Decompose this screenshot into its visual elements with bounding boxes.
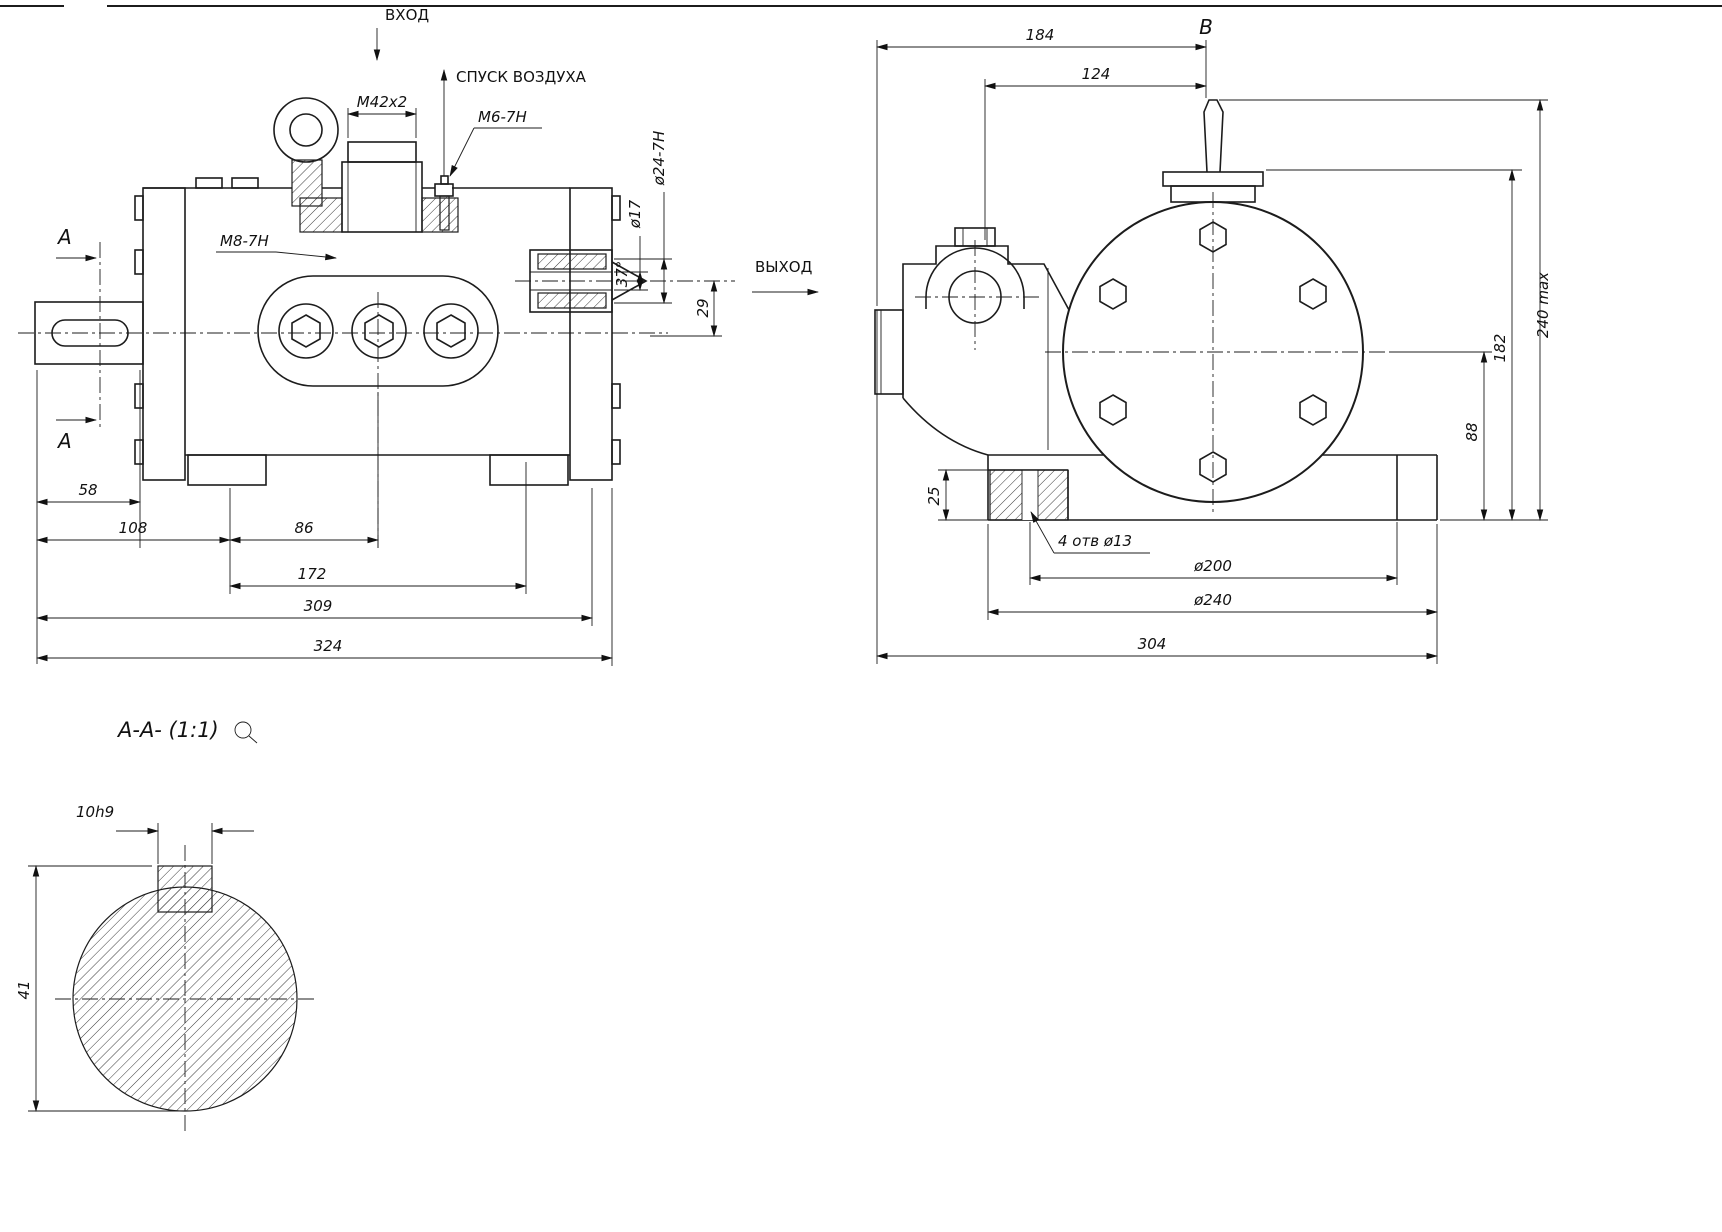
rotation-symbol: [234, 721, 258, 744]
svg-text:86: 86: [294, 519, 313, 537]
dim-124: 124: [984, 65, 1207, 90]
dim-25: 25: [925, 469, 988, 521]
dim-304: 304: [876, 635, 1438, 660]
svg-text:324: 324: [314, 637, 343, 655]
section-title: А-А- (1:1): [116, 718, 258, 744]
shaft-section: [72, 865, 298, 1112]
callout-m6: M6-7H: [449, 108, 542, 177]
svg-text:172: 172: [298, 565, 327, 583]
section-letter-top: A: [56, 225, 72, 249]
left-foot: [187, 454, 267, 486]
lifting-eye: [273, 97, 339, 207]
filler-plug: [299, 141, 459, 233]
view-mark-b: В: [1199, 15, 1213, 39]
svg-text:88: 88: [1463, 422, 1481, 441]
holes-note-label: 4 отв ø13: [1058, 532, 1132, 550]
callout-m42: M42x2: [347, 93, 417, 138]
dim-324: 324: [36, 637, 613, 662]
callout-outlet-bore: ø17: [614, 199, 648, 291]
outlet-port: [529, 249, 648, 313]
svg-text:184: 184: [1026, 26, 1055, 44]
callout-holes: 4 отв ø13: [1030, 511, 1150, 554]
callout-m8: M8-7H: [216, 232, 337, 261]
dim-41: 41: [15, 865, 183, 1112]
plug-band: [257, 275, 499, 387]
air-valve-thread-label: M6-7H: [478, 108, 527, 126]
shaft-end: [874, 309, 904, 395]
inlet-label: ВХОД: [385, 6, 429, 24]
pump-body: [134, 177, 621, 486]
dim-184: 184: [876, 26, 1207, 51]
section-mark-bottom: A: [56, 416, 97, 453]
dim-309: 309: [36, 597, 593, 622]
air-release-annotation: СПУСК ВОЗДУХА: [440, 68, 587, 176]
air-release-label: СПУСК ВОЗДУХА: [456, 68, 587, 86]
outlet-depth-label: 29: [694, 298, 712, 317]
main-flange: [1062, 201, 1364, 503]
inlet-annotation: ВХОД: [373, 6, 429, 61]
svg-text:309: 309: [304, 597, 333, 615]
front-dimensions-bottom: 25 4 отв ø13 ø200 ø240 304: [876, 310, 1438, 664]
dim-88: 88: [1463, 351, 1488, 521]
svg-text:ø240: ø240: [1193, 591, 1232, 609]
outlet-label: ВЫХОД: [755, 258, 812, 276]
front-dimensions-top: 184 124 В: [876, 15, 1213, 306]
plug-thread-label: M42x2: [357, 93, 407, 111]
bearing-boss: [874, 227, 1070, 456]
base: [987, 454, 1438, 521]
dim-86: 86: [229, 519, 379, 544]
dim-d200: ø200: [1029, 557, 1398, 582]
outlet-annotation: ВЫХОД: [752, 258, 819, 296]
eye-thread-label: M8-7H: [220, 232, 269, 250]
front-dimensions-right: 240 max 182 88: [1219, 99, 1552, 521]
air-valve: [434, 175, 454, 231]
svg-text:240 max: 240 max: [1534, 272, 1552, 338]
top-shaft: [1162, 99, 1264, 203]
front-view: 184 124 В 240 max 182 88: [874, 15, 1552, 664]
callout-outlet-thread: ø24-7H: [614, 131, 672, 304]
dim-240max: 240 max: [1534, 99, 1552, 521]
dim-108: 108: [36, 519, 231, 544]
callout-29: 29: [650, 280, 722, 337]
right-foot: [489, 454, 569, 486]
section-view-aa: А-А- (1:1) 10h9 41: [15, 718, 317, 1131]
svg-text:41: 41: [15, 980, 33, 999]
svg-text:ø200: ø200: [1193, 557, 1232, 575]
dim-172: 172: [229, 565, 527, 590]
key-section: [157, 865, 213, 913]
outlet-thread-label: ø24-7H: [650, 131, 668, 187]
svg-text:182: 182: [1491, 334, 1509, 363]
dim-182: 182: [1491, 169, 1516, 521]
section-mark-top: A: [56, 225, 97, 262]
side-dimensions: 58 108 86 172 309 324: [36, 370, 613, 666]
side-view: ВХОД СПУСК ВОЗДУХА ВЫХОД M42x2 M6-7H M8-…: [18, 6, 819, 666]
svg-text:108: 108: [119, 519, 148, 537]
outlet-bore-label: ø17: [626, 199, 644, 229]
svg-text:25: 25: [925, 486, 943, 505]
svg-text:304: 304: [1138, 635, 1167, 653]
section-letter-bottom: A: [56, 429, 72, 453]
section-title-label: А-А- (1:1): [116, 718, 219, 742]
svg-text:10h9: 10h9: [76, 803, 114, 821]
svg-text:58: 58: [78, 481, 97, 499]
svg-text:124: 124: [1082, 65, 1111, 83]
cone-angle-label: 37°: [613, 261, 631, 288]
dim-key-width: 10h9: [76, 803, 254, 864]
dim-d240: ø240: [987, 591, 1438, 616]
dim-58: 58: [36, 481, 141, 506]
